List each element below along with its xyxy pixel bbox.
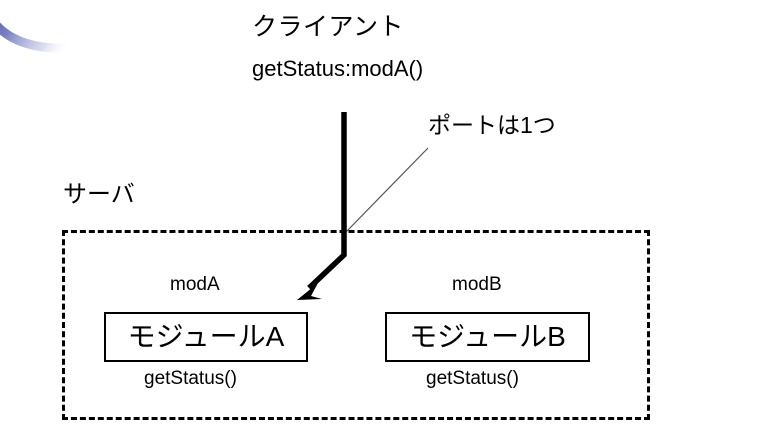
arc-swoosh-icon [0, 22, 101, 53]
server-title: サーバ [63, 181, 135, 208]
module-b-bottom-label: getStatus() [426, 368, 519, 389]
server-boundary-box [62, 230, 650, 420]
module-b-top-label: modB [452, 274, 502, 295]
module-b-label: モジュールB [409, 321, 566, 352]
module-a-bottom-label: getStatus() [144, 368, 237, 389]
client-call-label: getStatus:modA() [252, 56, 424, 81]
module-a-label: モジュールA [127, 321, 285, 352]
module-b-box[interactable]: モジュールB [385, 312, 590, 362]
port-annotation-label: ポートは1つ [428, 112, 556, 138]
client-title: クライアント [252, 13, 405, 41]
module-a-top-label: modA [170, 274, 220, 295]
module-a-box[interactable]: モジュールA [104, 312, 308, 362]
